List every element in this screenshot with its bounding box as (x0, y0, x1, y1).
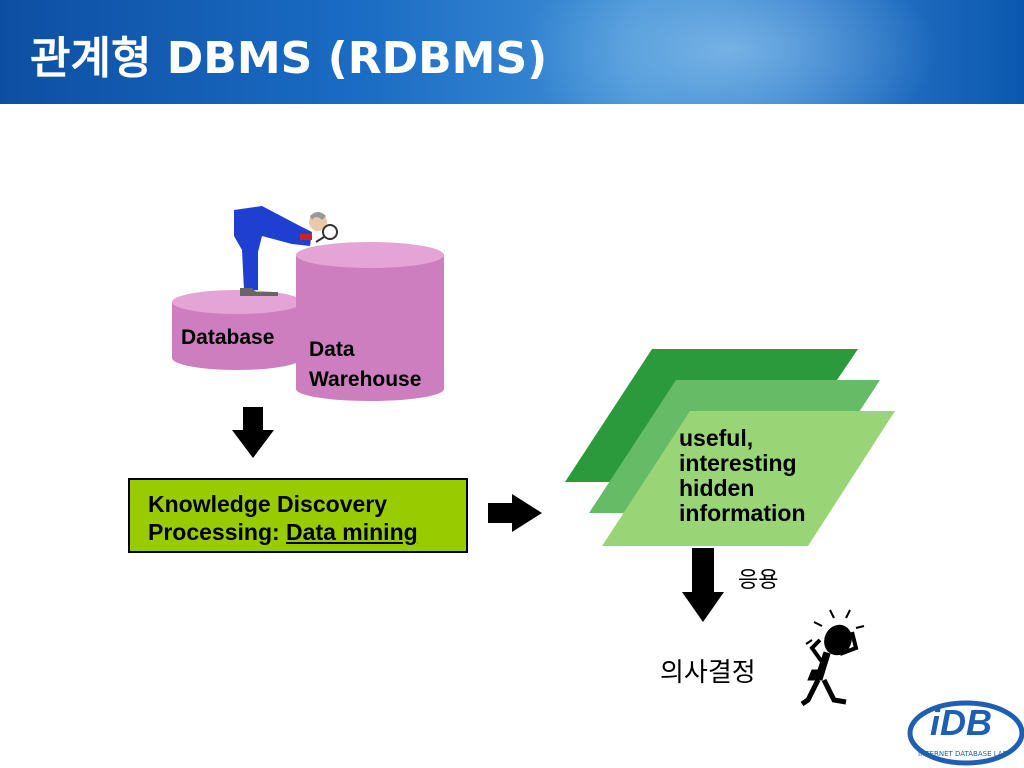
warehouse-label-line1: Data (309, 338, 355, 361)
warehouse-label-line2: Warehouse (309, 368, 422, 391)
right-arrow-icon (488, 494, 542, 532)
down-arrow-decision-icon (682, 548, 724, 622)
thinking-person-icon (800, 609, 865, 707)
title-bar: 관계형 DBMS (RDBMS) (0, 0, 1024, 104)
information-text: useful, interesting hidden information (679, 426, 806, 526)
kdp-line2: Processing: Data mining (148, 518, 418, 546)
data-warehouse-cylinder (296, 242, 444, 401)
kdp-text: Knowledge Discovery Processing: Data min… (148, 490, 418, 546)
database-label: Database (181, 326, 275, 349)
kdp-line1: Knowledge Discovery (148, 491, 388, 517)
database-cylinder (172, 290, 302, 370)
info-line: information (679, 500, 806, 526)
header-glow (520, 0, 940, 104)
decision-label: 의사결정 (660, 658, 756, 688)
apply-label: 응용 (738, 568, 779, 593)
info-line: interesting (679, 450, 797, 476)
slide-title: 관계형 DBMS (RDBMS) (30, 33, 548, 84)
logo-text: iDB (930, 702, 992, 743)
information-layers (565, 349, 895, 546)
info-line: useful, (679, 425, 754, 451)
man-with-magnifier-icon (234, 206, 338, 296)
knowledge-discovery-box: Knowledge Discovery Processing: Data min… (128, 478, 468, 553)
down-arrow-icon (232, 407, 274, 458)
logo-ring-text: INTERNET DATABASE LAB (918, 750, 1008, 758)
idb-logo: iDB INTERNET DATABASE LAB (907, 700, 1024, 766)
kdp-data-mining: Data mining (286, 519, 418, 545)
kdp-line2-prefix: Processing: (148, 519, 287, 545)
info-line: hidden (679, 475, 755, 501)
